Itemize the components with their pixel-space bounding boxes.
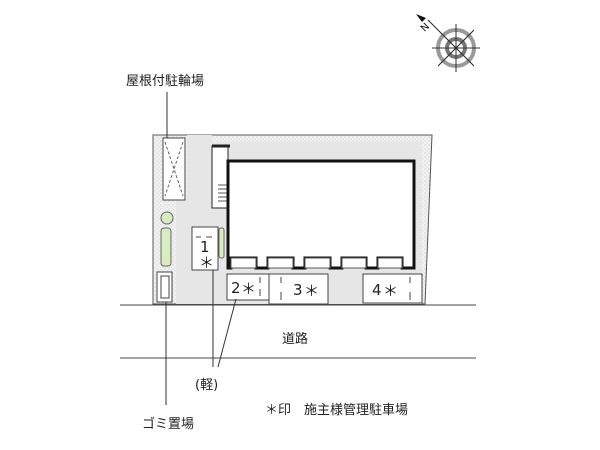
parking-space-4: 4 ＊ — [362, 273, 423, 304]
parking-mark: ＊ — [383, 282, 398, 300]
planting-bed — [160, 227, 172, 267]
north-label: N — [419, 21, 432, 34]
paved-front — [176, 200, 187, 304]
parking-space-3: 3 ＊ — [268, 273, 329, 305]
balconies — [230, 257, 403, 269]
building — [226, 159, 416, 270]
parking-mark: ＊ — [304, 282, 319, 300]
parking-number: 1 — [200, 238, 210, 256]
garbage-label: ゴミ置場 — [142, 417, 195, 432]
bicycle-shelter — [162, 137, 186, 201]
parking-number: 2 — [231, 279, 241, 297]
planting-bed-small — [218, 227, 225, 259]
parking-mark: ＊ — [241, 280, 256, 298]
stairs — [218, 184, 228, 202]
parking-number: 4 — [372, 281, 382, 299]
parking-space-2: 2 ＊ — [226, 273, 270, 301]
legend-note: ＊印 施主様管理駐車場 — [265, 403, 409, 418]
garbage-box — [160, 275, 170, 299]
light-car-label: (軽) — [195, 378, 219, 393]
leader-light-car-2 — [217, 298, 237, 368]
parking-mark: ＊ — [199, 254, 214, 272]
walkway — [187, 135, 212, 304]
north-arrow-compass-icon: N — [416, 14, 480, 72]
parking-number: 3 — [293, 281, 303, 299]
road-label: 道路 — [282, 332, 309, 347]
parking-space-1: 1 ＊ — [191, 226, 219, 272]
bicycle-parking-label: 屋根付駐輪場 — [126, 74, 205, 89]
tree — [160, 211, 174, 225]
stair-wall — [211, 145, 229, 209]
